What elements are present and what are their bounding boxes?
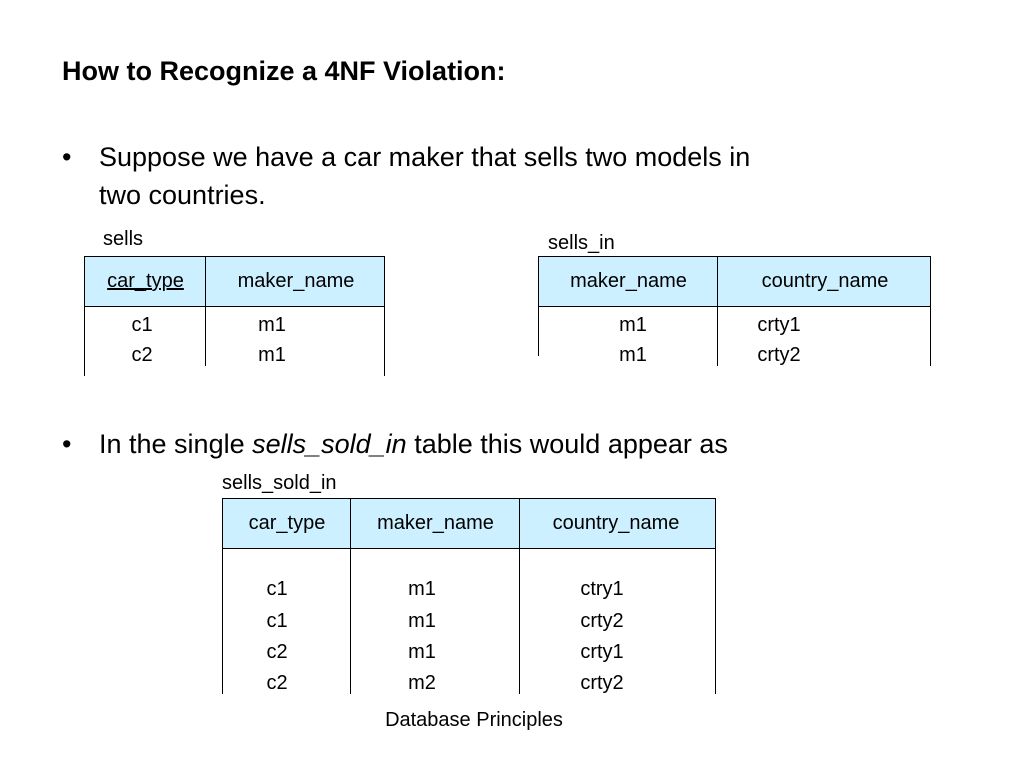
sells-in-border-right: [930, 256, 931, 366]
sells-sold-in-header-maker-name: maker_name: [377, 512, 494, 534]
slide-footer: Database Principles: [385, 709, 563, 731]
sells-sold-in-cell: crty2: [580, 672, 624, 694]
sells-sold-in-cell: m2: [408, 672, 436, 694]
sells-in-cell: m1: [619, 314, 647, 336]
sells-border-left: [84, 256, 85, 376]
sells-sold-in-header-car-type: car_type: [248, 512, 326, 534]
sells-sold-in-column-divider-2: [519, 498, 520, 694]
sells-column-divider: [205, 256, 206, 366]
sells-border-right: [384, 256, 385, 376]
bullet-text: In the single sells_sold_in table this w…: [99, 425, 728, 463]
sells-sold-in-cell: c1: [266, 610, 288, 632]
sells-in-header-maker-name: maker_name: [570, 270, 687, 292]
sells-in-cell: m1: [619, 344, 647, 366]
sells-header-car-type: car_type: [107, 270, 184, 292]
sells-in-cell: crty1: [757, 314, 801, 336]
sells-cell: m1: [258, 314, 286, 336]
sells-cell: c2: [131, 344, 153, 366]
sells-sold-in-cell: m1: [408, 578, 436, 600]
sells-in-column-divider: [717, 256, 718, 366]
bullet2-text-pre: In the single: [99, 429, 253, 459]
sells-in-cell: crty2: [757, 344, 801, 366]
sells-in-border-left: [538, 256, 539, 356]
sells-table: car_type maker_name c1 m1 c2 m1: [84, 256, 385, 376]
sells-in-table: maker_name country_name m1 crty1 m1 crty…: [538, 256, 931, 368]
sells-in-caption: sells_in: [548, 232, 615, 254]
bullet2-table-name: sells_sold_in: [252, 429, 407, 459]
sells-sold-in-column-divider-1: [350, 498, 351, 694]
sells-sold-in-cell: m1: [408, 610, 436, 632]
sells-sold-in-cell: c1: [266, 578, 288, 600]
sells-cell: c1: [131, 314, 153, 336]
sells-sold-in-cell: ctry1: [580, 578, 624, 600]
sells-in-header-row: maker_name country_name: [538, 256, 931, 307]
slide-title: How to Recognize a 4NF Violation:: [62, 56, 506, 86]
sells-sold-in-caption: sells_sold_in: [222, 472, 337, 494]
sells-cell: m1: [258, 344, 286, 366]
sells-sold-in-cell: c2: [266, 672, 288, 694]
sells-header-row: car_type maker_name: [84, 256, 385, 307]
sells-caption: sells: [103, 228, 144, 250]
sells-sold-in-cell: m1: [408, 641, 436, 663]
bullet-text-line2: two countries.: [99, 180, 266, 210]
bullet2-text-post: table this would appear as: [406, 429, 728, 459]
bullet-marker: •: [62, 429, 72, 459]
bullet-marker: •: [62, 142, 72, 172]
sells-sold-in-cell: crty1: [580, 641, 624, 663]
sells-sold-in-header-row: car_type maker_name country_name: [222, 498, 716, 549]
sells-sold-in-header-country-name: country_name: [552, 512, 680, 534]
bullet-text-line1: Suppose we have a car maker that sells t…: [99, 142, 751, 172]
sells-in-header-country-name: country_name: [761, 270, 889, 292]
sells-sold-in-table: car_type maker_name country_name c1 m1 c…: [222, 498, 716, 694]
sells-sold-in-cell: c2: [266, 641, 288, 663]
sells-sold-in-cell: crty2: [580, 610, 624, 632]
sells-sold-in-border-right: [715, 498, 716, 694]
sells-sold-in-border-left: [222, 498, 223, 694]
sells-header-maker-name: maker_name: [237, 270, 355, 292]
